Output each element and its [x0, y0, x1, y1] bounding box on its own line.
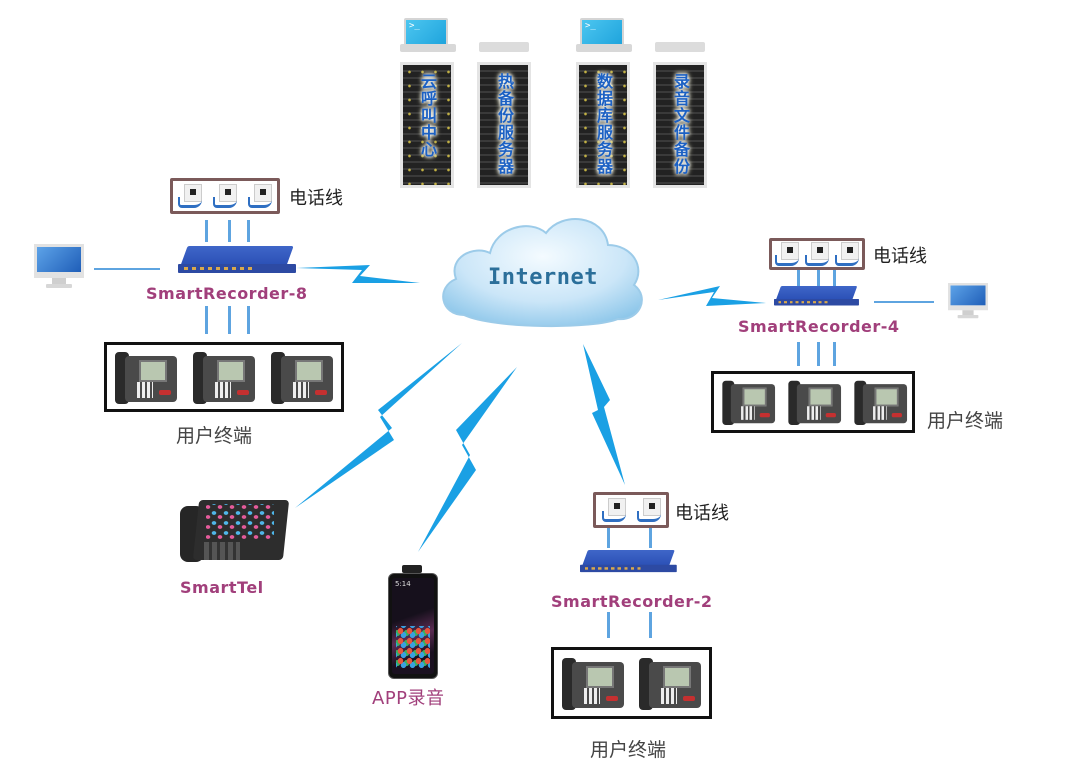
recorder-label: SmartRecorder-8: [146, 284, 308, 303]
terminals-label: 用户终端: [176, 425, 253, 447]
desk-phone-icon: [111, 348, 181, 406]
lightning-link-icon: [296, 265, 420, 283]
smartphone-icon: 5:14: [386, 565, 438, 679]
lan-link: [874, 301, 934, 303]
server-rack-icon: 数据库服务器: [576, 62, 630, 188]
phone-line-box: [593, 492, 669, 528]
server-recording-backup: 录音文件备份: [649, 14, 711, 190]
terminals-label: 用户终端: [927, 410, 1004, 432]
lightning-link-icon: [418, 367, 517, 552]
server-database: 数据库服务器: [572, 14, 634, 190]
recorder-device-icon: [178, 246, 296, 276]
smarttel-label: SmartTel: [180, 578, 264, 597]
server-hot-backup: 热备份服务器: [473, 14, 535, 190]
server-label: 数据库服务器: [594, 73, 613, 175]
laptop-icon: [576, 14, 632, 52]
phone-jack-icon: [835, 242, 859, 266]
phone-jack-icon: [178, 184, 203, 208]
phone-jack-icon: [775, 242, 799, 266]
desk-phone-icon: [785, 377, 842, 426]
lan-link: [94, 268, 160, 270]
server-label: 云呼叫中心: [418, 73, 437, 158]
phone-jack-icon: [247, 184, 272, 208]
terminal-box: [104, 342, 344, 412]
phone-jack-icon: [805, 242, 829, 266]
app-recording-label: APP录音: [372, 688, 445, 709]
internet-cloud: Internet: [434, 205, 652, 330]
server-rack-icon: 云呼叫中心: [400, 62, 454, 188]
server-label: 录音文件备份: [671, 73, 690, 175]
desk-phone-icon: [635, 654, 705, 712]
desk-phone-icon: [267, 348, 337, 406]
phone-line-label: 电话线: [873, 246, 927, 267]
terminals-label: 用户终端: [590, 739, 667, 761]
phone-line-box: [769, 238, 865, 270]
terminal-box: [551, 647, 712, 719]
smarttel-phone-icon: [176, 496, 290, 568]
desk-phone-icon: [719, 377, 776, 426]
phone-line-label: 电话线: [289, 188, 343, 209]
laptop-icon: [400, 14, 456, 52]
phone-jack-icon: [636, 498, 661, 522]
cloud-label: Internet: [488, 265, 598, 290]
phone-time: 5:14: [395, 580, 411, 588]
desk-phone-icon: [189, 348, 259, 406]
recorder-device-icon: [580, 550, 677, 575]
phone-jack-icon: [601, 498, 626, 522]
server-label: 热备份服务器: [495, 73, 514, 175]
desk-phone-icon: [851, 377, 908, 426]
phone-line-label: 电话线: [675, 503, 729, 524]
server-rack-icon: 热备份服务器: [477, 62, 531, 188]
lightning-link-icon: [583, 344, 625, 485]
recorder-device-icon: [774, 286, 859, 308]
lightning-link-icon: [658, 286, 766, 306]
recorder-label: SmartRecorder-4: [738, 317, 900, 336]
terminal-box: [711, 371, 915, 433]
server-rack-icon: 录音文件备份: [653, 62, 707, 188]
monitor-icon: [34, 244, 84, 290]
monitor-icon: [948, 283, 988, 320]
phone-jack-icon: [212, 184, 237, 208]
server-cloud-callcenter: 云呼叫中心: [396, 14, 458, 190]
recorder-label: SmartRecorder-2: [551, 592, 713, 611]
phone-line-box: [170, 178, 280, 214]
cloud-icon: [442, 218, 643, 328]
desk-phone-icon: [558, 654, 628, 712]
